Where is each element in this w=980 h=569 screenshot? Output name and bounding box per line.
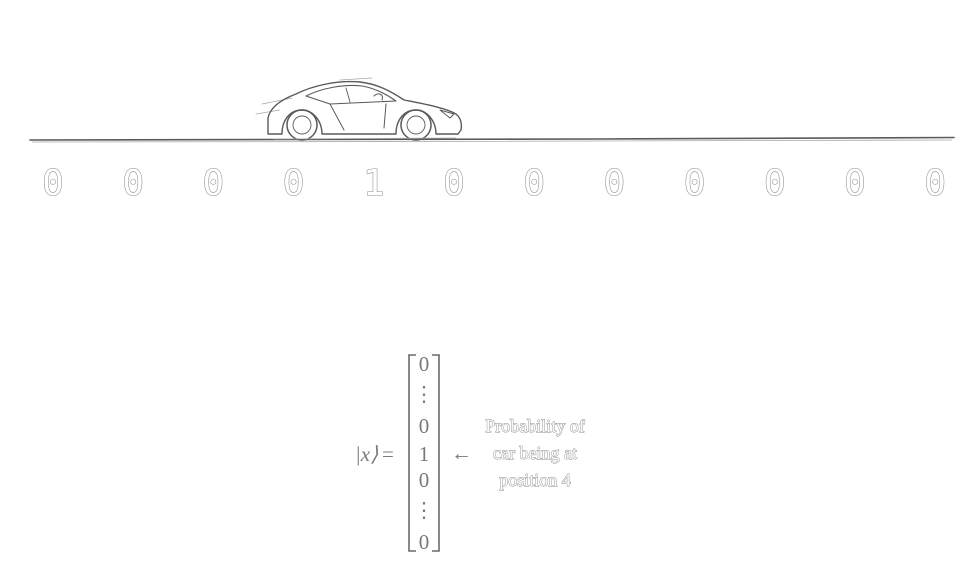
annotation-line-3: position 4 bbox=[499, 470, 571, 490]
equals-sign: = bbox=[382, 442, 394, 466]
position-digit-row: 0 0 0 0 1 0 0 0 0 0 0 0 bbox=[42, 162, 947, 204]
vector-entries: 0⋮010⋮0 bbox=[414, 352, 435, 554]
position-digit-10: 0 bbox=[844, 163, 866, 204]
vector-entry-1: ⋮ bbox=[414, 382, 435, 406]
annotation-line-1: Probability of bbox=[485, 416, 585, 436]
position-digit-3: 0 bbox=[283, 163, 305, 204]
position-digit-6: 0 bbox=[523, 163, 545, 204]
position-digit-7: 0 bbox=[604, 163, 626, 204]
vector-entry-5: ⋮ bbox=[414, 498, 435, 522]
vector-entry-6: 0 bbox=[419, 530, 430, 554]
position-digit-4: 1 bbox=[363, 163, 385, 204]
left-arrow: ← bbox=[451, 441, 472, 465]
state-vector-equation: |x⟩ = 0⋮010⋮0 ← Probability of car being… bbox=[355, 352, 585, 554]
position-digit-8: 0 bbox=[684, 163, 706, 204]
right-bracket bbox=[432, 354, 440, 552]
position-digit-0: 0 bbox=[42, 163, 64, 204]
left-bracket bbox=[408, 354, 416, 552]
ket-x-label: |x⟩ bbox=[355, 442, 378, 466]
position-digit-11: 0 bbox=[924, 163, 946, 204]
vector-entry-2: 0 bbox=[419, 414, 430, 438]
position-digit-9: 0 bbox=[764, 163, 786, 204]
road-line-shadow bbox=[31, 139, 953, 143]
vector-entry-0: 0 bbox=[419, 352, 430, 376]
position-digit-2: 0 bbox=[203, 163, 225, 204]
road-line bbox=[29, 136, 955, 141]
probability-annotation: Probability of car being at position 4 bbox=[485, 416, 585, 491]
vector-entry-3: 1 bbox=[419, 442, 430, 466]
vector-entry-4: 0 bbox=[419, 468, 430, 492]
position-digit-1: 0 bbox=[122, 163, 144, 204]
sports-car-icon bbox=[255, 77, 463, 141]
position-digit-5: 0 bbox=[443, 163, 465, 204]
annotation-line-2: car being at bbox=[493, 443, 577, 463]
